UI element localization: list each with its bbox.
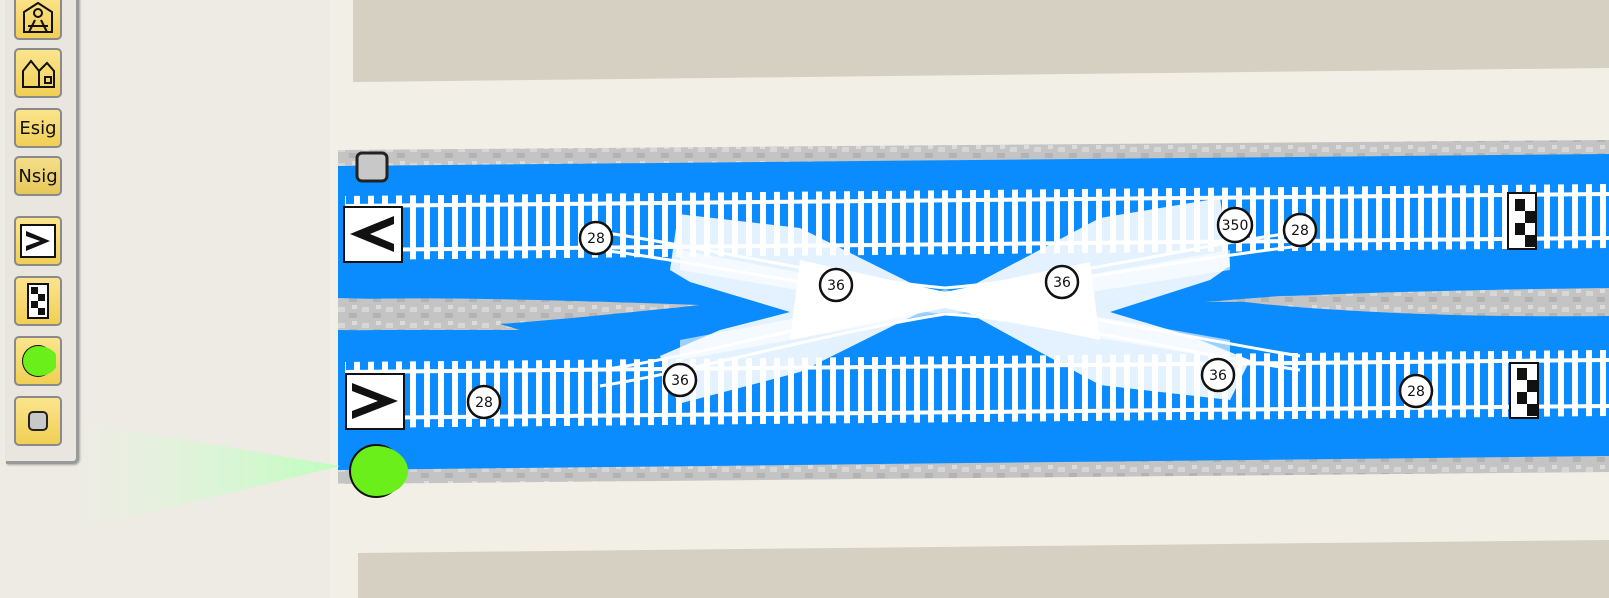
esig-label: Esig [19,117,57,139]
speed-marker[interactable]: 28 [1398,373,1434,409]
speed-markers: 28 36 36 350 28 28 36 36 28 [466,206,1434,420]
end-marker-tool-button[interactable] [14,276,62,326]
end-marker-upper[interactable] [1507,192,1537,250]
svg-text:36: 36 [1209,368,1227,384]
direction-sign-left[interactable] [343,206,403,263]
svg-text:350: 350 [1222,218,1249,234]
signal-tool-button[interactable] [14,336,62,386]
building-bottom [358,540,1609,598]
svg-text:28: 28 [587,231,605,247]
nsig-tool-button[interactable]: Nsig [14,156,62,196]
checker-marker-icon [27,283,49,319]
house-icon [22,59,55,88]
left-track-gap [338,298,700,331]
speed-marker[interactable]: 36 [662,362,698,398]
signal-light[interactable] [349,444,408,498]
speed-marker[interactable]: 28 [1282,212,1318,248]
square-tool-button[interactable] [14,396,62,446]
svg-text:36: 36 [827,278,845,294]
right-track-gap [1230,288,1609,317]
speed-marker[interactable]: 350 [1216,206,1254,244]
square-marker[interactable] [355,151,389,183]
speed-marker[interactable]: 36 [1200,357,1236,393]
chevron-right-icon [20,224,56,258]
direction-sign-right[interactable] [345,373,405,430]
signal-view-cone [70,420,340,532]
station-tool-button[interactable] [14,0,62,40]
square-icon [28,411,48,431]
svg-text:28: 28 [1291,223,1309,239]
direction-sign-tool-button[interactable] [14,216,62,266]
speed-marker[interactable]: 28 [578,220,614,256]
nsig-label: Nsig [18,165,58,187]
tool-palette: Esig Nsig [6,0,79,464]
switch-curves [599,230,1301,388]
station-icon [23,1,53,33]
signal-light-icon [22,345,56,377]
end-marker-lower[interactable] [1509,362,1539,419]
upper-track [344,184,1609,260]
svg-text:36: 36 [1053,275,1071,291]
svg-text:28: 28 [1407,384,1425,400]
building-top [353,0,1609,82]
esig-tool-button[interactable]: Esig [14,108,62,148]
svg-text:28: 28 [475,395,493,411]
speed-marker[interactable]: 36 [1044,264,1080,300]
svg-text:36: 36 [671,373,689,389]
house-tool-button[interactable] [14,48,62,98]
speed-marker[interactable]: 36 [818,267,854,303]
speed-marker[interactable]: 28 [466,384,502,420]
